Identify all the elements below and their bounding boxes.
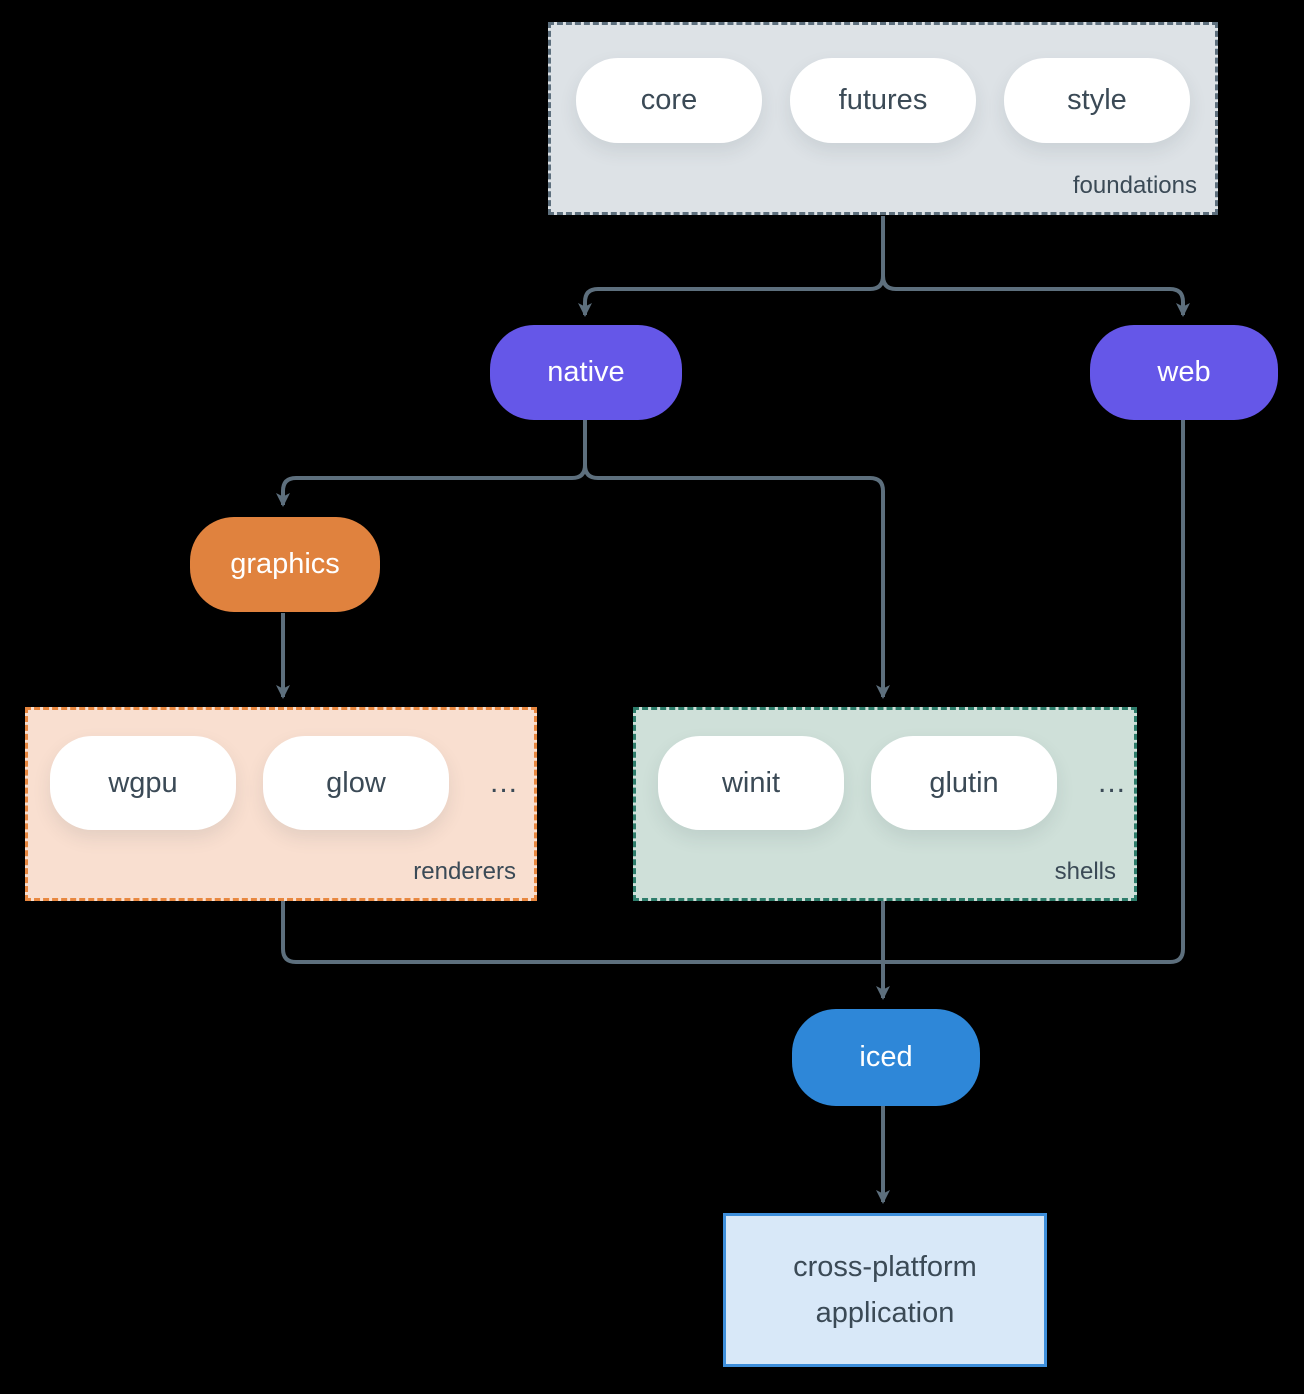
node-core: core [576,58,762,143]
node-style: style [1004,58,1190,143]
group-label-renderers: renderers [413,858,516,885]
group-foundations: core futures style foundations [548,22,1218,215]
node-graphics: graphics [190,517,380,612]
group-shells: winit glutin ... shells [633,707,1137,901]
node-glow: glow [263,736,449,830]
group-label-shells: shells [1054,858,1116,885]
shells-ellipsis: ... [1098,766,1127,799]
node-cross-platform-application: cross-platform application [723,1213,1047,1367]
edge-native-shells [583,464,890,699]
node-native: native [490,325,682,420]
edge-foundations-native [578,275,885,317]
shells-pill-row: winit glutin ... [658,736,1134,830]
node-winit: winit [658,736,844,830]
foundations-pill-row: core futures style [551,58,1215,143]
node-web: web [1090,325,1278,420]
edge-web-merge [885,420,1185,964]
renderers-pill-row: wgpu glow ... [50,736,534,830]
node-futures: futures [790,58,976,143]
edge-native-graphics [276,464,587,507]
renderers-ellipsis: ... [490,766,519,799]
node-wgpu: wgpu [50,736,236,830]
group-renderers: wgpu glow ... renderers [25,707,537,901]
node-iced: iced [792,1009,980,1106]
node-glutin: glutin [871,736,1057,830]
group-label-foundations: foundations [1072,172,1197,199]
edge-renderers-merge [281,901,881,964]
edge-foundations-web [881,275,1190,317]
